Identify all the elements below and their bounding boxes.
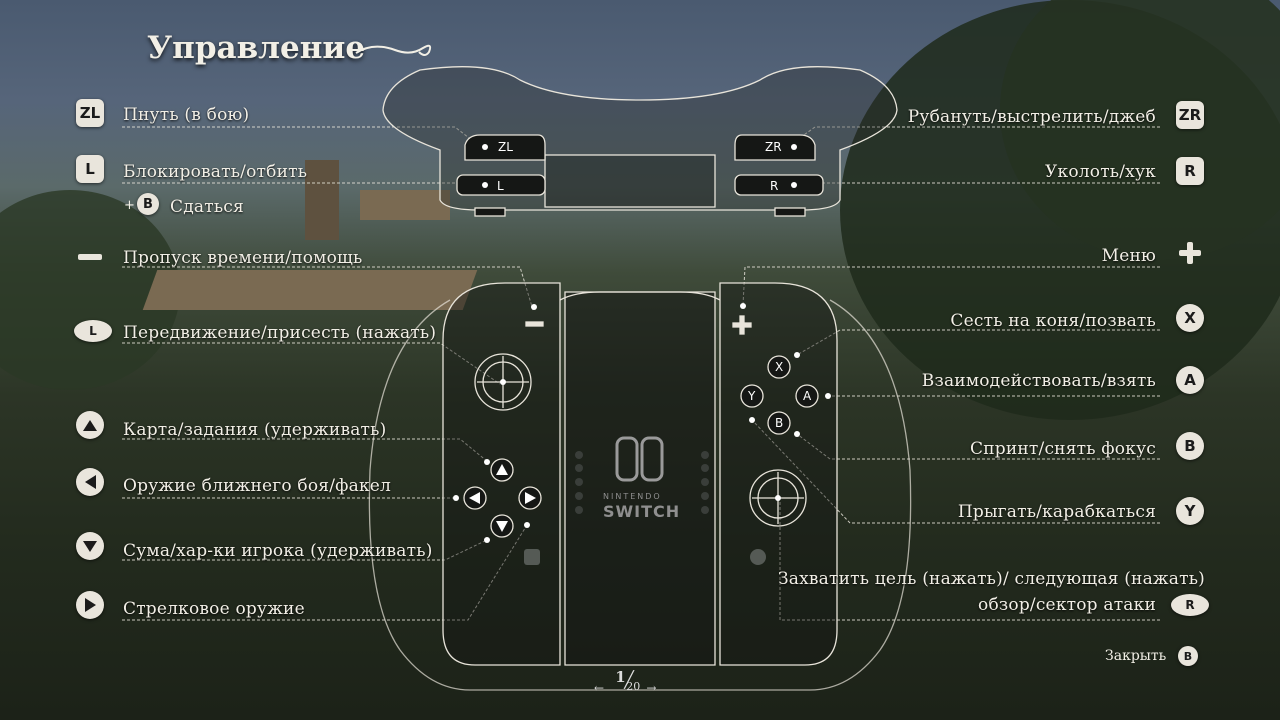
page-indicator: ← 1 ╱ 20 → bbox=[594, 668, 657, 695]
zr-shoulder bbox=[734, 134, 816, 161]
stab-hook-label: Уколоть/хук bbox=[1045, 162, 1156, 182]
background-tower bbox=[305, 160, 339, 240]
y-button-label: Y bbox=[748, 389, 756, 403]
dpad-left-icon bbox=[76, 468, 104, 496]
grip-outline bbox=[368, 299, 912, 691]
mount-horse-label: Сесть на коня/позвать bbox=[950, 311, 1156, 331]
title-swash-icon bbox=[355, 44, 432, 56]
page-title: Управление bbox=[147, 30, 366, 66]
page-current: 1 bbox=[615, 668, 626, 686]
x-button-label: X bbox=[775, 360, 784, 374]
look-attack-label: обзор/сектор атаки bbox=[978, 595, 1156, 615]
prev-page-arrow[interactable]: ← bbox=[594, 681, 605, 695]
b-button-icon: B bbox=[1176, 432, 1204, 460]
nintendo-brand-text: NINTENDO bbox=[603, 492, 662, 501]
l-button-icon: L bbox=[76, 155, 104, 183]
plus-button-v bbox=[739, 315, 745, 335]
move-crouch-label: Передвижение/присесть (нажать) bbox=[123, 323, 437, 343]
x-button bbox=[767, 355, 791, 379]
x-button-icon: X bbox=[1176, 304, 1204, 332]
dpad-right-icon bbox=[76, 591, 104, 619]
switch-logo-icon bbox=[615, 436, 664, 482]
skip-time-label: Пропуск времени/помощь bbox=[123, 248, 363, 268]
page-total: 20 bbox=[626, 680, 641, 693]
a-button bbox=[795, 384, 819, 408]
right-stick bbox=[749, 469, 807, 527]
right-rail-top bbox=[774, 207, 806, 217]
zl-button-icon: ZL bbox=[76, 99, 104, 127]
a-button-label: A bbox=[803, 389, 812, 403]
capture-button bbox=[524, 549, 540, 565]
map-quests-label: Карта/задания (удерживать) bbox=[123, 420, 387, 440]
close-button[interactable]: Закрыть bbox=[1105, 648, 1166, 664]
plus-combo-icon: + bbox=[124, 198, 135, 213]
y-button bbox=[740, 384, 764, 408]
r-shoulder-label: R bbox=[770, 179, 779, 193]
b-button-label: B bbox=[775, 416, 784, 430]
r-shoulder bbox=[734, 174, 824, 196]
close-b-icon[interactable]: B bbox=[1178, 646, 1198, 666]
dpad-up-icon bbox=[76, 411, 104, 439]
slash-shoot-label: Рубануть/выстрелить/джеб bbox=[907, 107, 1156, 127]
y-button-icon: Y bbox=[1176, 497, 1204, 525]
a-button-icon: A bbox=[1176, 366, 1204, 394]
melee-weapon-label: Оружие ближнего боя/факел bbox=[123, 476, 392, 496]
zr-shoulder-label: ZR bbox=[765, 140, 782, 154]
close-label: Закрыть bbox=[1105, 648, 1167, 664]
zr-button-icon: ZR bbox=[1176, 101, 1204, 129]
center-top-bridge bbox=[559, 291, 721, 301]
interact-label: Взаимодействовать/взять bbox=[921, 371, 1156, 391]
r-button-icon: R bbox=[1176, 157, 1204, 185]
minus-button bbox=[525, 321, 544, 327]
dpad-down-icon bbox=[76, 532, 104, 560]
right-stick-icon: R bbox=[1171, 594, 1209, 616]
left-rail-top bbox=[474, 207, 506, 217]
l-shoulder-label: L bbox=[497, 179, 504, 193]
left-stick bbox=[474, 353, 532, 411]
l-shoulder bbox=[456, 174, 546, 196]
b-button bbox=[767, 411, 791, 435]
zl-shoulder-label: ZL bbox=[498, 140, 513, 154]
left-stick-icon: L bbox=[74, 320, 112, 342]
b-button-icon: B bbox=[137, 193, 159, 215]
plus-icon bbox=[1179, 242, 1201, 264]
lock-target-label: Захватить цель (нажать)/ следующая (нажа… bbox=[777, 569, 1205, 589]
ranged-weapon-label: Стрелковое оружие bbox=[123, 599, 305, 619]
jump-label: Прыгать/карабкаться bbox=[957, 502, 1156, 522]
menu-label: Меню bbox=[1101, 246, 1156, 266]
background-tree bbox=[1000, 0, 1280, 260]
surrender-label: Сдаться bbox=[170, 197, 244, 217]
background-roof bbox=[360, 190, 450, 220]
top-center-block bbox=[544, 154, 716, 208]
controller-top-view bbox=[382, 66, 898, 211]
zl-shoulder bbox=[464, 134, 546, 161]
switch-brand-text: SWITCH bbox=[603, 502, 681, 521]
inventory-label: Сума/хар-ки игрока (удерживать) bbox=[123, 541, 433, 561]
sprint-label: Спринт/снять фокус bbox=[970, 439, 1156, 459]
center-body bbox=[564, 291, 716, 666]
next-page-arrow[interactable]: → bbox=[646, 681, 657, 695]
kick-label: Пнуть (в бою) bbox=[123, 105, 250, 125]
home-button bbox=[750, 549, 766, 565]
minus-icon bbox=[78, 254, 102, 260]
block-label: Блокировать/отбить bbox=[123, 162, 308, 182]
